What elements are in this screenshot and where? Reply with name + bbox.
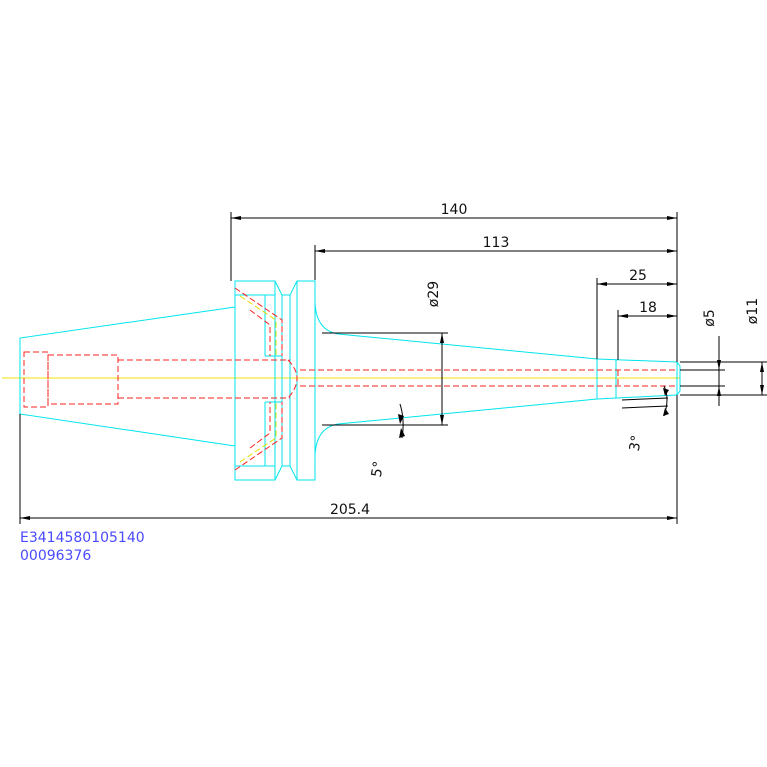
body-taper-bottom bbox=[314, 394, 678, 459]
body-taper-top bbox=[314, 299, 678, 363]
key-slot-bottom bbox=[234, 402, 283, 471]
pull-stud-bore bbox=[23, 351, 49, 408]
flange-right bbox=[296, 280, 316, 481]
key-slot-top bbox=[234, 287, 283, 356]
dim-113-text: 113 bbox=[483, 235, 510, 251]
dim-205-text: 205.4 bbox=[330, 502, 370, 518]
dim-140-text: 140 bbox=[441, 202, 468, 218]
dim-18-text: 18 bbox=[639, 300, 657, 316]
flange-left bbox=[234, 280, 276, 481]
dia-11-text: ø11 bbox=[745, 298, 761, 324]
part-number: E3414580105140 bbox=[20, 530, 145, 546]
v-groove bbox=[274, 280, 283, 481]
taper-shank bbox=[19, 306, 236, 447]
nose bbox=[676, 361, 681, 396]
dim-25-text: 25 bbox=[629, 268, 647, 284]
dia-29-text: ø29 bbox=[426, 281, 442, 307]
angle-5-text: 5° bbox=[369, 460, 388, 478]
angle-3-text: 3° bbox=[627, 434, 646, 452]
dia-5-text: ø5 bbox=[702, 309, 718, 326]
item-number: 00096376 bbox=[20, 548, 92, 564]
